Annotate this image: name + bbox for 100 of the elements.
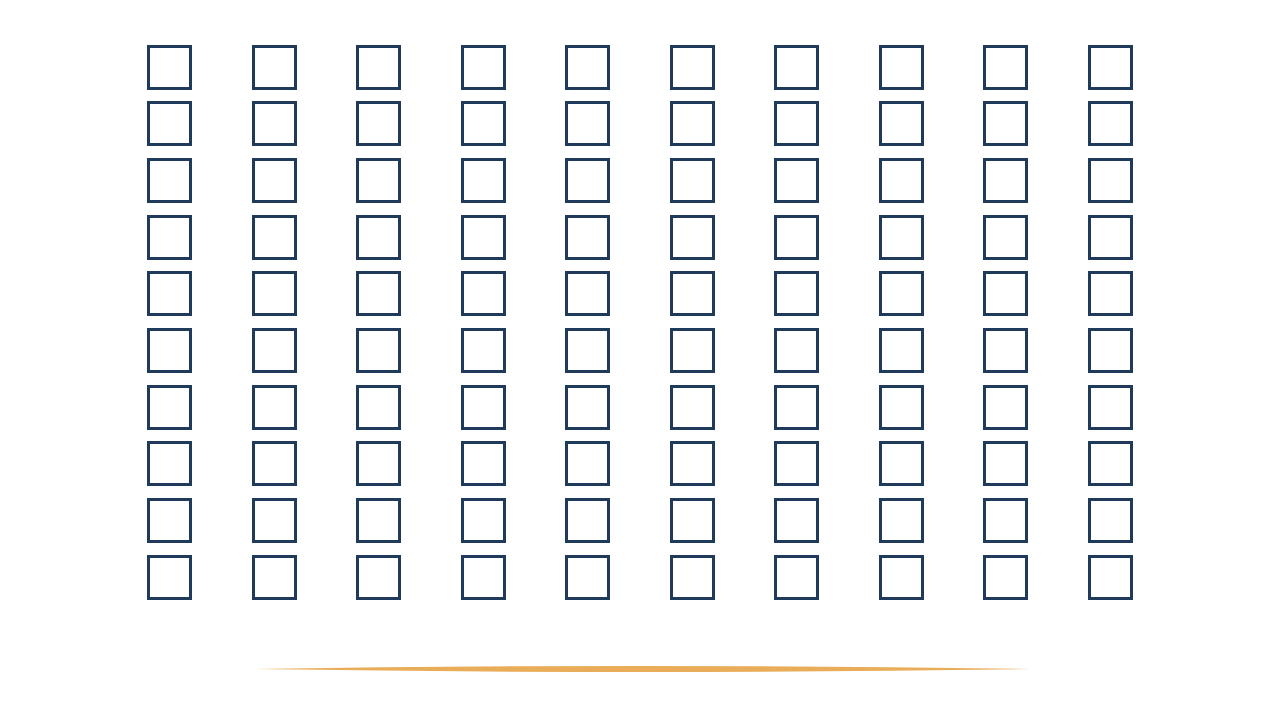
square-outline (565, 101, 610, 146)
square-outline (1088, 441, 1133, 486)
square-outline (147, 328, 192, 373)
square-outline (774, 328, 819, 373)
square-outline (461, 385, 506, 430)
square-outline (774, 441, 819, 486)
square-outline (1088, 555, 1133, 600)
square-outline (983, 271, 1028, 316)
square-outline (983, 215, 1028, 260)
square-outline (147, 555, 192, 600)
square-outline (774, 498, 819, 543)
square-outline (252, 45, 297, 90)
square-outline (1088, 271, 1133, 316)
square-outline (670, 101, 715, 146)
square-outline (356, 328, 401, 373)
square-outline (565, 45, 610, 90)
square-outline (983, 385, 1028, 430)
square-outline (774, 215, 819, 260)
square-outline (1088, 385, 1133, 430)
square-outline (565, 498, 610, 543)
square-outline (565, 385, 610, 430)
square-outline (670, 385, 715, 430)
square-outline (983, 45, 1028, 90)
square-outline (774, 158, 819, 203)
square-outline (252, 498, 297, 543)
square-outline (356, 215, 401, 260)
square-outline (147, 45, 192, 90)
square-outline (879, 328, 924, 373)
square-outline (565, 271, 610, 316)
square-outline (983, 555, 1028, 600)
square-outline (147, 271, 192, 316)
square-outline (356, 555, 401, 600)
square-outline (879, 158, 924, 203)
square-outline (774, 101, 819, 146)
square-outline (147, 215, 192, 260)
square-outline (670, 328, 715, 373)
square-outline (565, 441, 610, 486)
square-outline (252, 328, 297, 373)
square-outline (356, 158, 401, 203)
square-outline (1088, 101, 1133, 146)
square-outline (565, 158, 610, 203)
square-outline (461, 498, 506, 543)
square-outline (356, 498, 401, 543)
square-outline (774, 385, 819, 430)
square-outline (983, 441, 1028, 486)
square-outline (461, 101, 506, 146)
square-outline (879, 101, 924, 146)
square-outline (356, 271, 401, 316)
square-outline (879, 555, 924, 600)
square-outline (1088, 498, 1133, 543)
square-outline (774, 555, 819, 600)
square-outline (879, 498, 924, 543)
square-outline (983, 158, 1028, 203)
square-outline (670, 158, 715, 203)
square-outline (356, 101, 401, 146)
square-outline (147, 385, 192, 430)
square-outline (147, 101, 192, 146)
square-outline (1088, 215, 1133, 260)
square-outline (670, 555, 715, 600)
square-outline (147, 441, 192, 486)
square-outline (252, 215, 297, 260)
square-outline (774, 271, 819, 316)
square-outline (252, 385, 297, 430)
square-outline (461, 45, 506, 90)
square-outline (461, 555, 506, 600)
square-outline (252, 271, 297, 316)
square-outline (670, 498, 715, 543)
square-outline (983, 101, 1028, 146)
square-outline (461, 158, 506, 203)
square-outline (879, 45, 924, 90)
square-outline (356, 441, 401, 486)
square-outline (983, 498, 1028, 543)
square-outline (670, 271, 715, 316)
square-outline (983, 328, 1028, 373)
square-outline (879, 441, 924, 486)
square-outline (252, 158, 297, 203)
square-outline (252, 101, 297, 146)
square-outline (461, 215, 506, 260)
square-outline (147, 498, 192, 543)
square-outline (565, 555, 610, 600)
square-outline (252, 441, 297, 486)
square-outline (461, 271, 506, 316)
square-outline (1088, 45, 1133, 90)
square-outline (1088, 158, 1133, 203)
square-outline (147, 158, 192, 203)
square-outline (879, 215, 924, 260)
square-outline (252, 555, 297, 600)
square-outline (356, 45, 401, 90)
square-outline (879, 385, 924, 430)
square-outline (565, 215, 610, 260)
square-outline (1088, 328, 1133, 373)
square-outline (461, 328, 506, 373)
square-outline (670, 441, 715, 486)
square-outline (670, 215, 715, 260)
square-outline (879, 271, 924, 316)
square-outline (774, 45, 819, 90)
square-outline (356, 385, 401, 430)
square-outline (461, 441, 506, 486)
square-outline (670, 45, 715, 90)
square-outline (565, 328, 610, 373)
